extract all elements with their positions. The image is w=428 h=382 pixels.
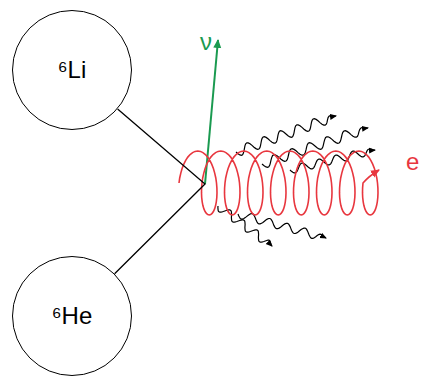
electron-label: e	[406, 150, 419, 174]
nucleus-circle: ⁶He	[12, 256, 132, 376]
nucleus-circle: ⁶Li	[12, 10, 132, 130]
photon-waves	[218, 116, 375, 246]
neutrino-label: ν	[200, 30, 212, 54]
nucleus-label: ⁶Li	[58, 56, 87, 84]
photon-wave	[218, 206, 272, 246]
photon-wave	[238, 214, 326, 239]
vertex-line	[115, 109, 205, 274]
electron-helix	[179, 151, 379, 215]
nucleus-label: ⁶He	[52, 302, 93, 330]
